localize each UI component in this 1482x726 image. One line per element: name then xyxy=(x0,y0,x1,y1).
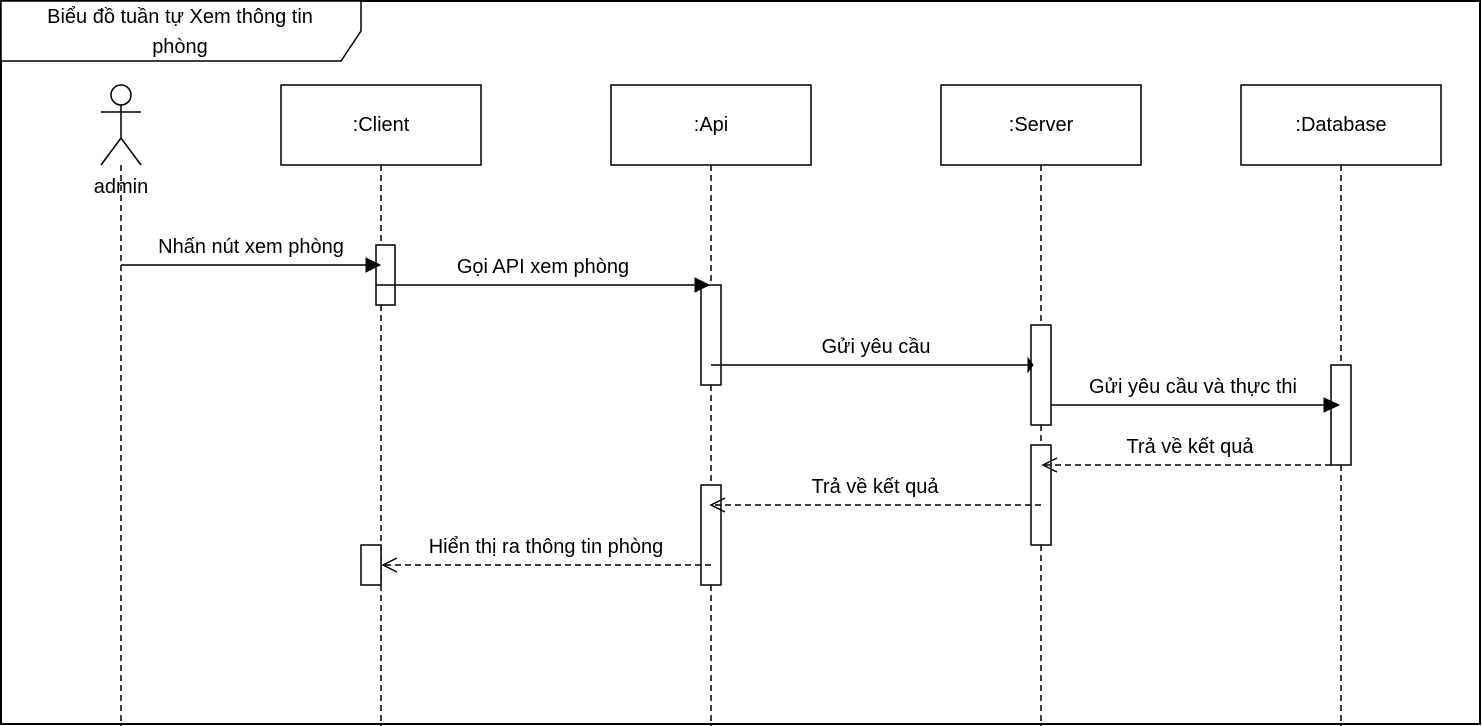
message-arrowhead-4 xyxy=(1323,397,1341,413)
message-label-1: Nhấn nút xem phòng xyxy=(158,236,344,258)
lifeline-box-database xyxy=(1240,84,1442,166)
lifeline-box-server xyxy=(940,84,1142,166)
activation-server-1 xyxy=(1030,324,1052,426)
lifeline-label-client: :Client xyxy=(353,114,410,136)
message-arrowhead-5 xyxy=(1041,457,1058,473)
lifeline-label-server: :Server xyxy=(1009,114,1074,136)
message-label-6: Trả về kết quả xyxy=(811,476,939,498)
actor-admin-icon xyxy=(100,84,142,166)
message-arrowhead-3 xyxy=(1027,356,1034,374)
message-arrowhead-7 xyxy=(381,557,398,573)
lifeline-label-api: :Api xyxy=(694,114,728,136)
activation-server-2 xyxy=(1030,444,1052,546)
actor-admin-label: admin xyxy=(94,176,148,198)
message-label-5: Trả về kết quả xyxy=(1126,436,1254,458)
frame-title-tab xyxy=(0,0,362,62)
message-arrowhead-1 xyxy=(365,257,382,273)
message-label-3: Gửi yêu cầu xyxy=(822,336,931,358)
lifeline-label-database: :Database xyxy=(1295,114,1386,136)
message-arrowhead-6 xyxy=(709,497,726,513)
message-label-7: Hiển thị ra thông tin phòng xyxy=(429,536,664,558)
message-label-2: Gọi API xem phòng xyxy=(457,256,629,278)
message-arrowhead-2 xyxy=(694,277,711,293)
frame-title-line2: phòng xyxy=(152,36,208,58)
activation-api-1 xyxy=(700,284,722,386)
activation-client-2 xyxy=(360,544,382,586)
frame-title-line1: Biểu đồ tuần tự Xem thông tin xyxy=(47,6,313,28)
activation-api-2 xyxy=(700,484,722,586)
activation-database-1 xyxy=(1330,364,1352,466)
lifeline-box-api xyxy=(610,84,812,166)
message-label-4: Gửi yêu cầu và thực thi xyxy=(1089,376,1297,398)
activation-client-1 xyxy=(375,244,396,306)
lifeline-box-client xyxy=(280,84,482,166)
